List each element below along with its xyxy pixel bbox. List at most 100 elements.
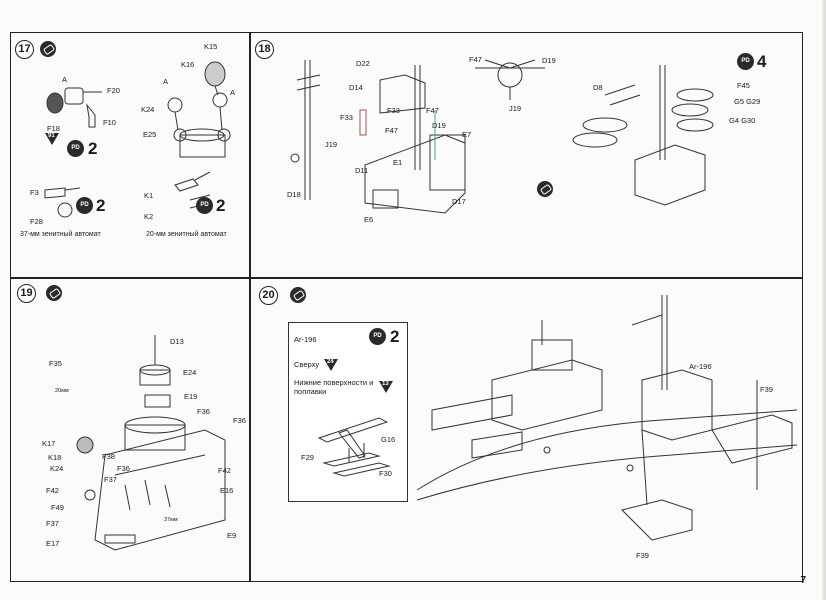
quantity-icon: PD [737,53,754,70]
step-18-label-d17: D17 [452,197,466,206]
step-19-label-e16: E16 [220,486,234,495]
step-18-label-g4-g30: G4 G30 [729,116,756,125]
aircraft-inset: Ar-196 PD 2 Сверху 24 Нижние поверхности… [288,322,408,502]
step-17-qty-k1: 2 [216,196,226,215]
step-19-label-f37b: F37 [46,519,59,528]
step-19-label-k18: K18 [48,453,62,462]
steps-frame [10,32,803,582]
step-19-label-k24: K24 [50,464,64,473]
step-18-label-g5-g29: G5 G29 [734,97,761,106]
step-19-label-f42b: F42 [46,486,59,495]
step-17-label-a2: A [62,75,68,84]
step-18-label-f47c: F47 [469,55,482,64]
step-18-label-e7: E7 [462,130,472,139]
divider-horizontal [10,277,803,279]
step-17-label-k2: K2 [144,212,154,221]
quantity-icon: PD [196,197,213,214]
step-19-label-f36b: F36 [233,416,246,425]
step-17-label-e25: E25 [143,130,157,139]
step-18-label-j19: J19 [325,140,338,149]
step-17-label-k16: K16 [181,60,195,69]
step-17-label-f18: F18 [47,124,60,133]
step-18-label-f45: F45 [737,81,750,90]
glue-icon [40,41,56,57]
scan-edge [822,0,826,600]
step-19-label-f36: F36 [197,407,210,416]
step-17-label-a3: A [230,88,236,97]
step-18-number: 18 [255,40,274,59]
step-17-drawing [30,60,245,270]
glue-icon [290,287,306,303]
inset-title: Ar-196 [294,335,317,344]
step-19-label-e9: E9 [227,531,237,540]
step-19-label-f42: F42 [218,466,231,475]
step-19-label-e24: E24 [183,368,197,377]
step-19-drawing [55,325,245,555]
step-20-label-f39b: F39 [636,551,649,560]
step-18-label-j19b: J19 [509,104,522,113]
step-17-label-f20: F20 [107,86,120,95]
divider-vertical-top [249,32,251,278]
step-19-label-f37: F37 [104,475,117,484]
quantity-icon: PD [67,140,84,157]
step-17-qty: 2 [88,139,98,158]
step-20-label-f39: F39 [760,385,773,394]
step-20-label-ar196: Ar-196 [689,362,712,371]
page-number: 7 [800,575,806,586]
glue-icon [46,285,62,301]
step-19-label-e19: E19 [184,392,198,401]
step-17-number: 17 [15,40,34,59]
step-18-drawing [285,50,715,230]
step-19-label-37mm: 37мм [164,517,178,523]
quantity-icon: PD [369,328,386,345]
step-17-label-a1: A [163,77,169,86]
ship-hull-drawing [412,290,802,575]
step-18-label-d11: D11 [355,166,369,175]
step-18-label-f33b: F33 [340,113,353,122]
step-19-label-f35: F35 [49,359,62,368]
paint-badge: 91 [45,133,59,145]
step-18-label-f33: F33 [387,106,400,115]
step-17-label-f10: F10 [103,118,116,127]
paint-badge: 13 [379,381,393,393]
step-19-number: 19 [17,284,36,303]
step-17-qty-f3: 2 [96,196,106,215]
glue-icon [537,181,553,197]
aircraft-drawing [309,408,399,488]
caption-20mm: 20-мм зенитный автомат [146,231,227,238]
inset-bottom-note: Нижние поверхности и поплавки [294,378,374,396]
caption-37mm: 37-мм зенитный автомат [20,231,101,238]
inset-label-f29: F29 [301,453,314,462]
divider-vertical-bottom [249,277,251,582]
inset-top-note: Сверху [294,360,320,369]
inset-label-g16: G16 [381,435,396,444]
inset-label-f30: F30 [379,469,392,478]
step-18-qty: 4 [757,52,767,71]
step-17-label-k15: K15 [204,42,218,51]
step-17-label-k24: K24 [141,105,155,114]
step-19-label-f38: F38 [102,452,115,461]
step-18-label-e1: E1 [393,158,403,167]
step-19-label-e17: E17 [46,539,60,548]
step-18-label-e6: E6 [364,215,374,224]
step-19-label-f49: F49 [51,503,64,512]
step-18-label-f47: F47 [426,106,439,115]
step-19-label-d13: D13 [170,337,184,346]
step-18-label-d22: D22 [356,59,370,68]
step-20-number: 20 [259,286,278,305]
step-18-label-f47b: F47 [385,126,398,135]
step-19-label-f36c: F36 [117,464,130,473]
step-17-label-k1: K1 [144,191,154,200]
step-18-label-d18: D18 [287,190,301,199]
step-18-label-d14: D14 [349,83,363,92]
step-17-label-f3: F3 [30,188,39,197]
step-19-label-20mm: 20мм [55,388,69,394]
step-18-label-d19: D19 [432,121,446,130]
step-18-label-d8: D8 [593,83,603,92]
quantity-icon: PD [76,197,93,214]
inset-qty: 2 [390,327,400,346]
step-19-label-k17: K17 [42,439,56,448]
paint-badge: 24 [324,359,338,371]
step-17-label-f28: F28 [30,217,43,226]
